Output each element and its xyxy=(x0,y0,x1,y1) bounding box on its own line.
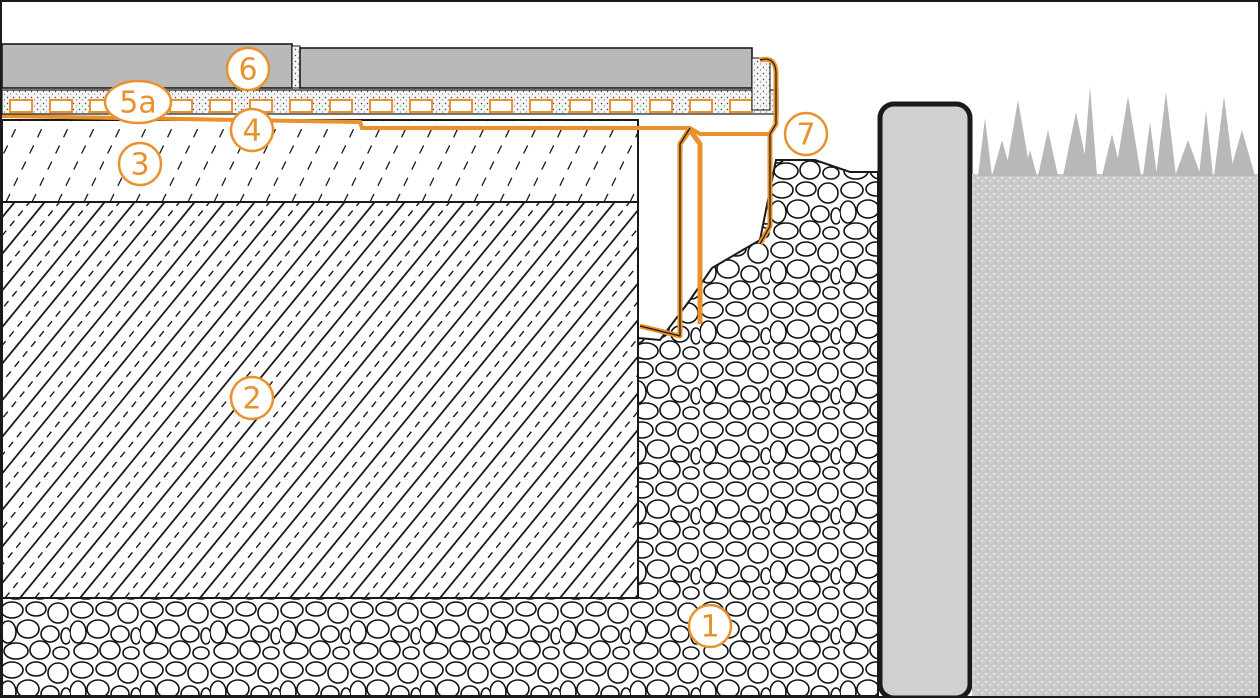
tile-right xyxy=(299,47,753,89)
callout-7: 7 xyxy=(783,111,829,157)
callout-6: 6 xyxy=(225,46,271,92)
callout-3: 3 xyxy=(117,141,163,187)
tile-edge-joint xyxy=(751,57,771,111)
svg-text:1: 1 xyxy=(700,610,719,645)
svg-text:2: 2 xyxy=(242,382,261,417)
callout-5a: 5a xyxy=(103,79,173,125)
callout-4: 4 xyxy=(229,107,275,153)
screed-layer xyxy=(1,119,639,203)
slab-hatching xyxy=(2,202,638,598)
soil-lawn xyxy=(972,174,1258,696)
callout-2: 2 xyxy=(229,375,275,421)
svg-text:4: 4 xyxy=(242,114,261,149)
svg-text:3: 3 xyxy=(130,148,149,183)
svg-text:5a: 5a xyxy=(119,86,156,121)
svg-text:7: 7 xyxy=(796,118,815,153)
callout-1: 1 xyxy=(687,603,733,649)
edge-profile-outline xyxy=(639,58,777,337)
drainage-mat-cells xyxy=(9,99,753,113)
curb-stone xyxy=(877,101,973,698)
svg-text:6: 6 xyxy=(238,53,257,88)
tile-joint xyxy=(291,45,301,89)
waterproofing-membrane xyxy=(1,114,770,136)
grass-blades xyxy=(978,86,1255,176)
